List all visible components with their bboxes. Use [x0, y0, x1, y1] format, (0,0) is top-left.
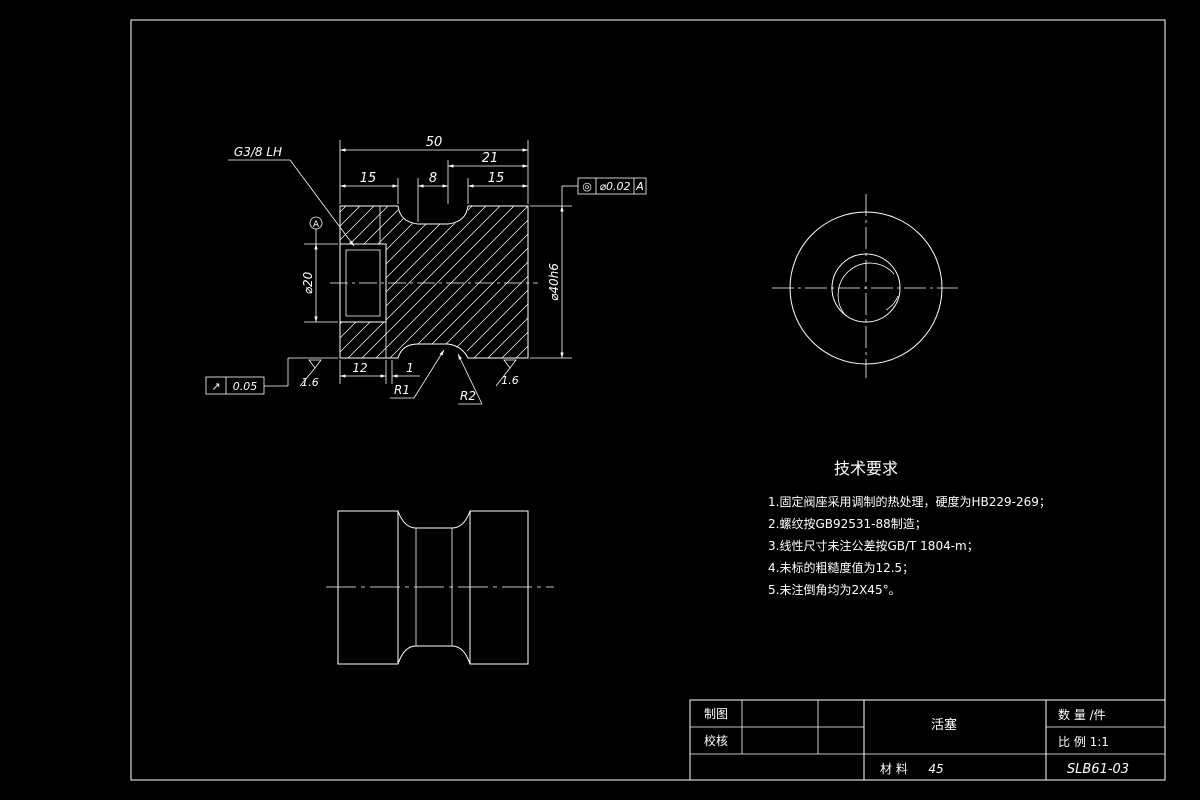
- hatch-line: [445, 275, 528, 358]
- hatch-line: [417, 247, 528, 358]
- hatch-line: [473, 303, 528, 358]
- hatch-line: [459, 289, 528, 358]
- hatch-line: [361, 206, 515, 358]
- dim-left: 15: [360, 171, 377, 186]
- dim-groove: 8: [429, 171, 437, 186]
- hatch-line: [403, 233, 528, 358]
- tech-req-item: 5.未注倒角均为2X45°。: [768, 582, 901, 597]
- drawing-number: SLB61-03: [1067, 762, 1129, 777]
- bottom-view: [326, 510, 554, 665]
- radius-r1: R1: [394, 383, 410, 397]
- technical-requirements: 技术要求 1.固定阀座采用调制的热处理，硬度为HB229-269； 2.螺纹按G…: [768, 459, 1051, 597]
- material-value: 45: [928, 762, 943, 776]
- roughness-left: [299, 359, 322, 387]
- hatch-line: [375, 206, 528, 358]
- hatch-line: [501, 331, 528, 358]
- section-hatching: [340, 206, 528, 358]
- runout-frame: ↗ 0.05: [205, 376, 265, 395]
- svg-text:1.6: 1.6: [501, 374, 519, 387]
- hatch-line: [340, 206, 487, 353]
- svg-text:0.05: 0.05: [233, 380, 258, 393]
- title-block: 制图 校核 活塞 数 量 /件 比 例 1:1 材 料 45 SLB61-03: [689, 699, 1166, 781]
- side-view: [772, 194, 958, 378]
- checked-by-label: 校核: [704, 733, 728, 748]
- svg-text:A: A: [313, 220, 320, 230]
- front-section-view: 50 21 15 8 15 G3/8 LH A ⌀20 ⌀4: [205, 135, 647, 405]
- svg-text:⌀0.02: ⌀0.02: [599, 180, 630, 193]
- drawn-by-label: 制图: [704, 707, 728, 721]
- svg-text:1.6: 1.6: [301, 376, 319, 389]
- hatch-line: [431, 261, 528, 358]
- svg-text:A: A: [635, 180, 644, 193]
- hatch-line: [340, 206, 389, 255]
- material-label: 材 料: [880, 762, 908, 776]
- hatch-line: [340, 206, 361, 227]
- dim-total: 50: [426, 135, 443, 150]
- hatch-line: [340, 206, 347, 213]
- thread-label: G3/8 LH: [234, 145, 282, 159]
- tech-req-item: 3.线性尺寸未注公差按GB/T 1804-m；: [768, 538, 979, 553]
- dim-bottom: 12: [352, 361, 367, 375]
- svg-text:↗: ↗: [211, 380, 220, 393]
- hatch-line: [340, 206, 375, 241]
- bore-diameter: ⌀20: [301, 271, 315, 294]
- hatch-line: [347, 206, 501, 358]
- hatch-line: [340, 206, 473, 339]
- dim-right: 21: [482, 151, 499, 166]
- dim-right-inner: 15: [488, 171, 505, 186]
- hatch-line: [389, 219, 528, 358]
- hatch-line: [340, 206, 403, 269]
- hatch-line: [515, 345, 528, 358]
- tech-req-item: 4.未标的粗糙度值为12.5；: [768, 560, 914, 575]
- roughness-right: [495, 359, 517, 387]
- tech-req-item: 2.螺纹按GB92531-88制造；: [768, 517, 927, 531]
- radius-r2: R2: [460, 389, 476, 403]
- part-outline: [339, 205, 529, 359]
- scale-label: 比 例 1:1: [1058, 735, 1109, 749]
- dim-one: 1: [406, 361, 414, 375]
- quantity-label: 数 量 /件: [1058, 707, 1106, 722]
- outer-diameter: ⌀40h6: [547, 263, 561, 301]
- tech-req-item: 1.固定阀座采用调制的热处理，硬度为HB229-269；: [768, 494, 1051, 509]
- concentricity-frame: ◎ ⌀0.02 A: [577, 177, 647, 195]
- part-name: 活塞: [931, 717, 957, 733]
- hatch-line: [487, 317, 528, 358]
- hatch-line: [340, 206, 417, 283]
- drawing-border: [130, 19, 1166, 781]
- tech-req-title: 技术要求: [834, 459, 898, 478]
- svg-text:◎: ◎: [582, 180, 592, 193]
